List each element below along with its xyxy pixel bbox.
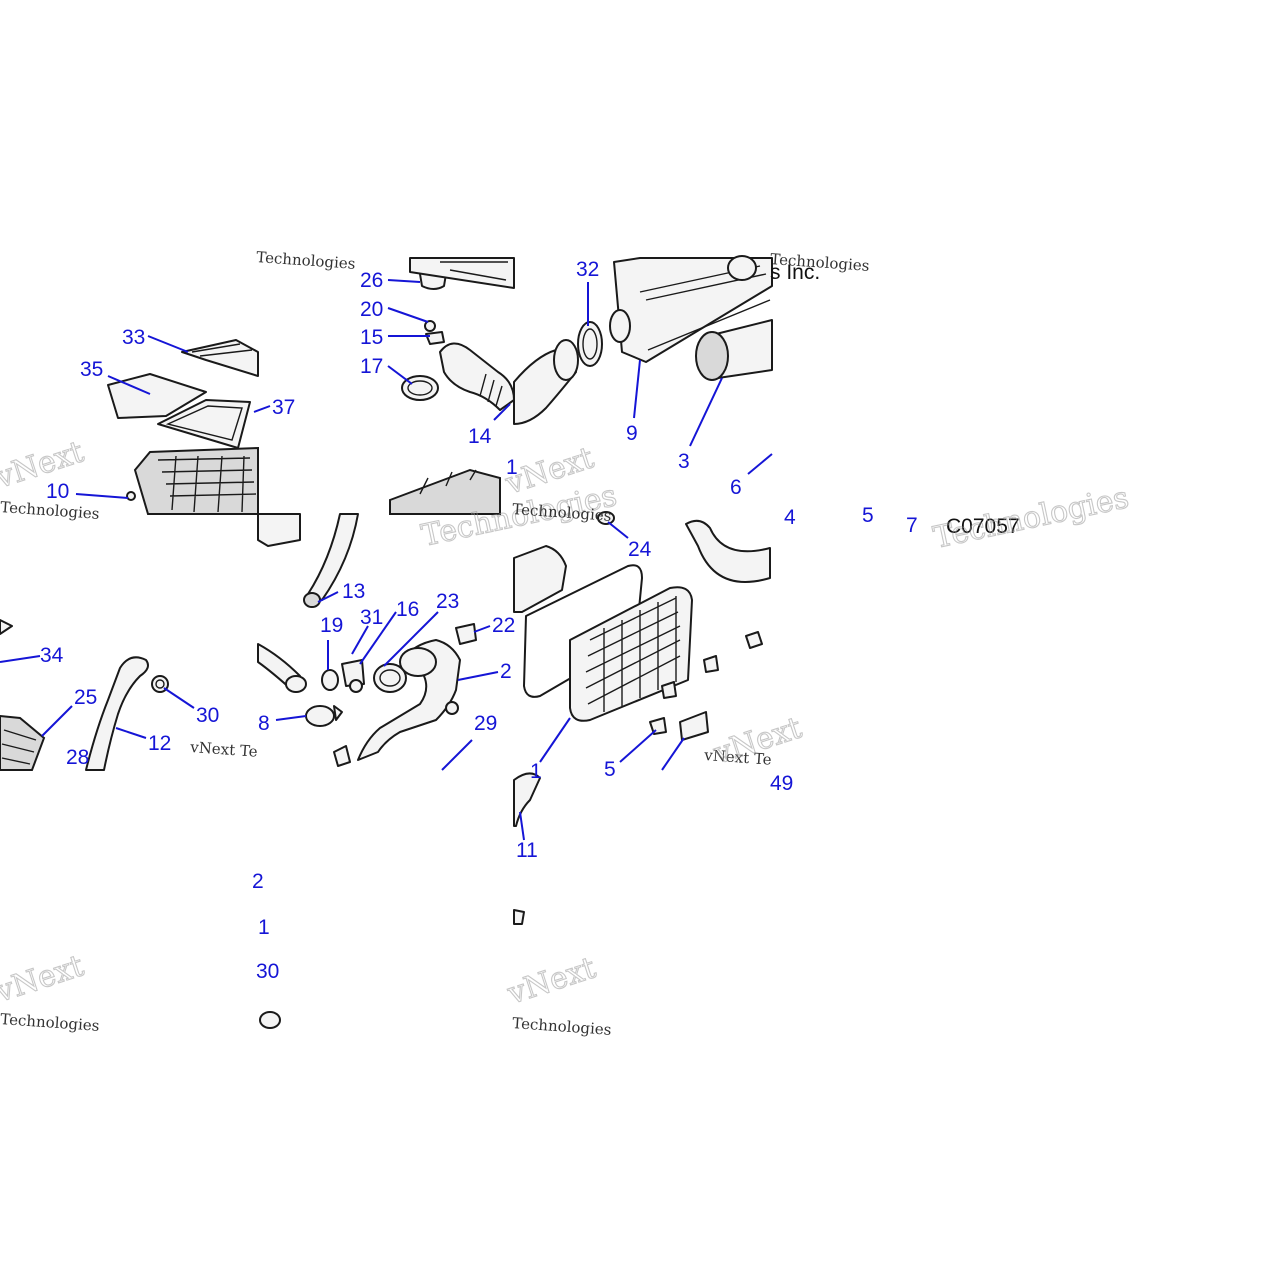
callout-29: 29	[474, 712, 497, 735]
callouts: 33 35 37 10 26 20 15 17 14 1 32 9 3 6 4 …	[40, 258, 918, 983]
watermark-small-2: vNext Te	[703, 746, 773, 769]
airbox-lower-left	[126, 446, 259, 515]
callout-4: 4	[784, 506, 796, 529]
filter-element-frame	[157, 399, 251, 449]
callout-1: 1	[506, 456, 518, 479]
watermark-vnext-1: vNext	[0, 435, 88, 496]
airbox-upper-edge	[389, 468, 501, 515]
watermark-tech-5: Technologies	[0, 1010, 100, 1035]
callout-1-lower: 1	[530, 760, 542, 783]
breather-hose	[257, 513, 359, 608]
callout-5: 5	[862, 504, 874, 527]
figure-code: C07057	[946, 515, 1020, 538]
hose-clamp-lower	[305, 705, 343, 727]
callout-37: 37	[272, 396, 295, 419]
callout-30: 30	[196, 704, 219, 727]
callout-8: 8	[258, 712, 270, 735]
callout-15: 15	[360, 326, 383, 349]
callout-9: 9	[626, 422, 638, 445]
vent-hose	[257, 643, 307, 693]
callout-5-lower: 5	[604, 758, 616, 781]
callout-6: 6	[730, 476, 742, 499]
wing-nut-b	[703, 655, 719, 673]
callout-35: 35	[80, 358, 103, 381]
watermark-brand-top: Technologies	[256, 248, 356, 273]
watermark-tech-4: Technologies	[930, 480, 1131, 556]
clamp-small	[424, 320, 445, 345]
airbox-housing	[609, 255, 773, 363]
callout-7: 7	[906, 514, 918, 537]
callout-32: 32	[576, 258, 599, 281]
callout-24: 24	[628, 538, 652, 561]
callout-12: 12	[148, 732, 171, 755]
watermark-tech-1: Technologies	[0, 498, 100, 523]
wing-nut-a	[745, 631, 763, 649]
hose-clamp	[401, 375, 439, 401]
watermark-vnext-4: vNext	[0, 949, 88, 1010]
callout-49: 49	[770, 772, 793, 795]
callout-13: 13	[342, 580, 365, 603]
callout-25: 25	[74, 686, 97, 709]
callout-33: 33	[122, 326, 145, 349]
callout-26: 26	[360, 269, 383, 292]
airbox-cover	[569, 586, 693, 722]
filter-label	[679, 711, 709, 741]
watermark-copyright: s Inc.	[770, 261, 820, 284]
callout-17: 17	[360, 355, 383, 378]
callout-10: 10	[46, 480, 69, 503]
callout-1-bottom: 1	[258, 916, 270, 939]
callout-11: 11	[516, 839, 538, 862]
large-clamp	[373, 663, 407, 693]
leader-lines	[0, 279, 773, 841]
small-clamp-lower	[513, 909, 525, 925]
hose-end-lower	[259, 1011, 281, 1029]
callout-2-lower: 2	[252, 870, 264, 893]
air-filter-cylinder	[695, 319, 773, 381]
callout-16: 16	[396, 598, 419, 621]
airbox-lower-right	[0, 714, 46, 771]
callout-14: 14	[468, 425, 492, 448]
outlet-hose	[685, 519, 771, 583]
callout-20: 20	[360, 298, 383, 321]
filter-cylinder-lower	[513, 545, 567, 613]
callout-23: 23	[436, 590, 459, 613]
intake-elbow-duct	[439, 342, 515, 411]
filter-cover-strip	[181, 339, 259, 377]
watermark-vnext-5: vNext	[503, 951, 600, 1012]
filter-cover-panel	[107, 373, 207, 419]
watermark-small-1: vNext Te	[189, 738, 259, 761]
bracket-clip	[455, 623, 477, 645]
callout-30-lower: 30	[256, 960, 279, 983]
small-fitting	[333, 745, 351, 767]
callout-19: 19	[320, 614, 343, 637]
wing-nut-d	[649, 717, 667, 735]
coupler-tile3	[597, 511, 615, 525]
intake-snorkel	[513, 339, 579, 425]
callout-2: 2	[500, 660, 512, 683]
callout-28: 28	[66, 746, 89, 769]
callout-22: 22	[492, 614, 515, 637]
breather-cap	[409, 257, 515, 290]
fitting-assembly	[321, 659, 365, 693]
coolant-hose	[85, 656, 149, 771]
snorkel-clamp	[577, 321, 603, 367]
callout-34: 34	[40, 644, 64, 667]
watermark-tech-6: Technologies	[512, 1014, 612, 1039]
filter-edge-left	[0, 619, 13, 635]
callout-31: 31	[360, 606, 383, 629]
y-duct	[357, 639, 461, 761]
wing-nut-c	[661, 681, 677, 699]
callout-3: 3	[678, 450, 690, 473]
